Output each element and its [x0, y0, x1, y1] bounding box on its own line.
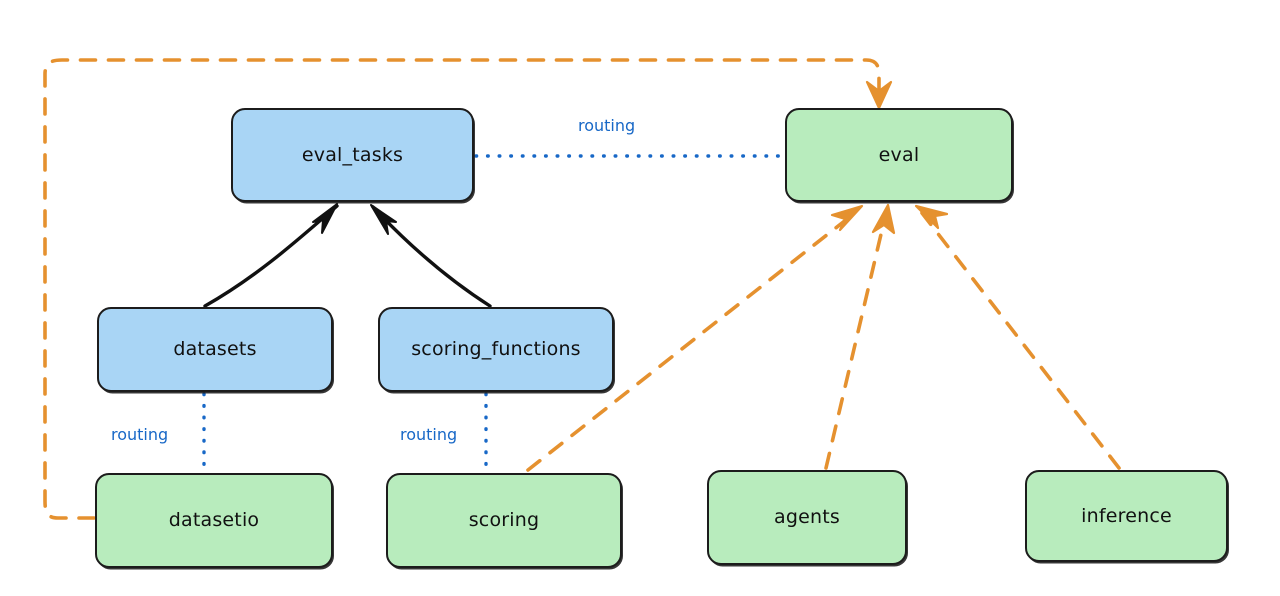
node-scoring-functions[interactable]: scoring_functions: [378, 307, 614, 392]
node-label: datasetio: [168, 509, 260, 532]
edge-label-routing-eval-tasks-eval: routing: [578, 116, 636, 135]
node-inference[interactable]: inference: [1025, 470, 1228, 562]
node-eval[interactable]: eval: [785, 108, 1013, 202]
node-label: scoring: [468, 509, 540, 532]
node-datasets[interactable]: datasets: [97, 307, 333, 392]
node-datasetio[interactable]: datasetio: [95, 473, 333, 568]
edge-label-routing-scoring-functions-scoring: routing: [400, 425, 458, 444]
node-label: eval: [878, 143, 920, 166]
node-label: eval_tasks: [301, 143, 404, 166]
node-scoring[interactable]: scoring: [386, 473, 622, 568]
node-label: scoring_functions: [411, 338, 581, 361]
node-eval-tasks[interactable]: eval_tasks: [231, 108, 474, 202]
node-label: datasets: [173, 338, 257, 361]
edge-scoring_functions-to-eval_tasks: [370, 204, 492, 308]
node-label: inference: [1081, 504, 1172, 527]
edge-inference-to-eval: [914, 204, 1121, 470]
node-agents[interactable]: agents: [707, 470, 907, 565]
edge-datasets-to-eval_tasks: [203, 203, 339, 308]
edge-agents-to-eval: [824, 203, 896, 470]
node-label: agents: [774, 506, 840, 529]
edge-label-routing-datasets-datasetio: routing: [111, 425, 169, 444]
